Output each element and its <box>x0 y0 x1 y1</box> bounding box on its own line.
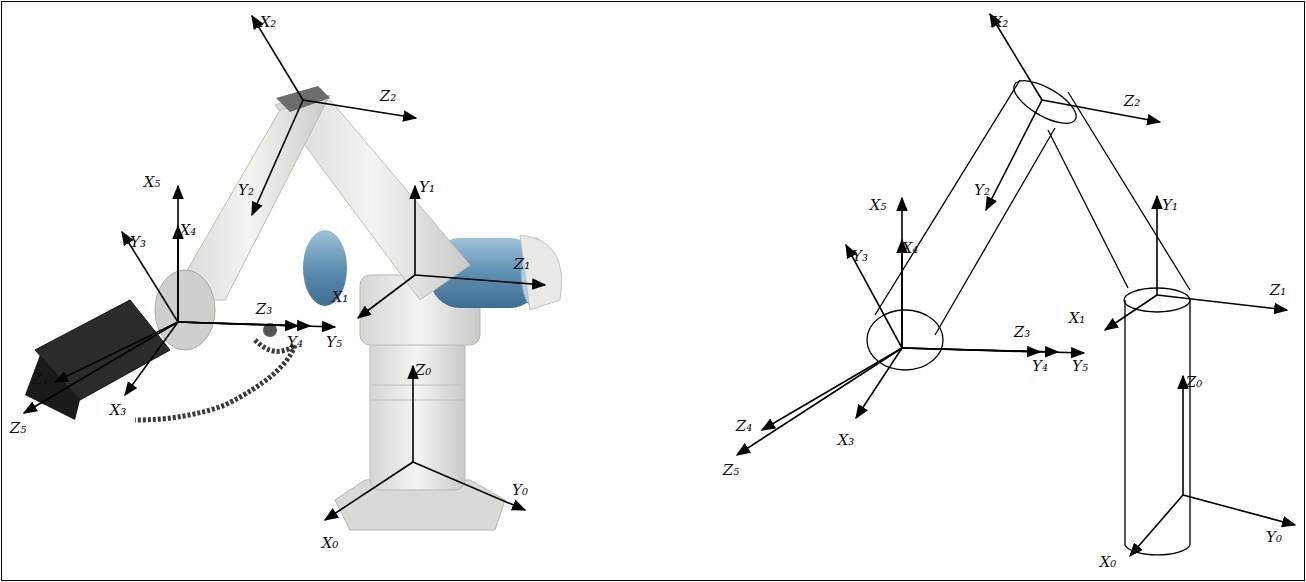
axis-label: Y₄ <box>285 334 305 351</box>
axis-label: Z₄ <box>734 418 754 435</box>
axis-label: Y₅ <box>324 334 344 351</box>
axis-label: Y₁ <box>1160 197 1180 214</box>
axis-label: X₀ <box>320 535 341 552</box>
axis-label: Z₃ <box>1012 324 1032 341</box>
axis-label: Z₅ <box>8 420 28 437</box>
axis-label: Y₂ <box>972 182 992 199</box>
axis-label: X₂ <box>258 14 279 31</box>
axis-label: Z₁ <box>1268 282 1288 299</box>
axis-label: X₂ <box>990 14 1011 31</box>
axis-label: X₄ <box>900 240 921 257</box>
axis-label: Y₅ <box>1070 358 1090 375</box>
axis-label: Z₀ <box>413 362 433 379</box>
axis-label: Y₀ <box>1264 529 1284 546</box>
axis-label: Z₀ <box>1184 374 1204 391</box>
axis-label: Z₁ <box>512 256 532 273</box>
axis-label: X₃ <box>836 432 857 449</box>
axis-label: Z₂ <box>1122 93 1142 110</box>
axis-label: Y₂ <box>236 182 256 199</box>
frame-arrows <box>24 16 545 520</box>
axis-label: X₁ <box>1067 310 1088 327</box>
axis-label: Z₅ <box>721 462 741 479</box>
robot-photo <box>25 86 562 530</box>
axis-label: X₅ <box>868 197 889 214</box>
axis-label: Y₃ <box>128 234 148 251</box>
axis-label: X₀ <box>1098 554 1119 571</box>
axis-label: Z₂ <box>378 88 398 105</box>
frame-arrows <box>737 14 1295 556</box>
axis-label: Y₄ <box>1030 358 1050 375</box>
robot-schematic <box>867 72 1190 555</box>
axis-label: Y₀ <box>510 482 530 499</box>
axis-label: X₄ <box>178 222 199 239</box>
axis-label: Z₄ <box>30 371 50 388</box>
axis-label: Z₃ <box>254 301 274 318</box>
axis-label: X₅ <box>142 174 163 191</box>
axis-label: Y₃ <box>850 248 870 265</box>
axis-label: Y₁ <box>417 179 437 196</box>
axis-label: X₃ <box>108 402 129 419</box>
axis-label: X₁ <box>330 289 351 306</box>
